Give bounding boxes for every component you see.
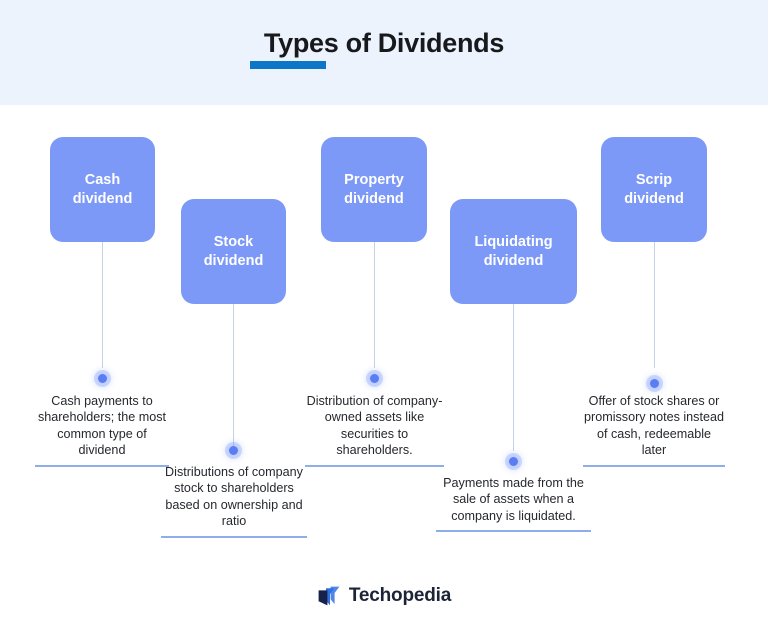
connector-dot-cash xyxy=(98,374,107,383)
node-label-line1: Liquidating xyxy=(474,233,553,250)
connector-line-stock xyxy=(233,303,234,451)
description-text: Offer of stock shares or promissory note… xyxy=(584,394,724,458)
brand-wordmark: Techopedia xyxy=(348,585,452,606)
node-property-dividend-label: Property dividend xyxy=(344,171,404,209)
connector-line-property xyxy=(374,242,375,368)
description-text: Distribution of company-owned assets lik… xyxy=(306,394,443,458)
connector-dot-stock xyxy=(229,446,238,455)
node-liquidating-dividend[interactable]: Liquidating dividend xyxy=(450,199,577,304)
description-liquidating-dividend: Payments made from the sale of assets wh… xyxy=(436,475,591,533)
node-label-line2: dividend xyxy=(72,190,133,207)
description-text: Cash payments to shareholders; the most … xyxy=(37,394,167,458)
description-rule xyxy=(436,530,591,533)
connector-line-cash xyxy=(102,242,103,368)
connector-dot-scrip xyxy=(650,379,659,388)
connector-dot-property xyxy=(370,374,379,383)
description-cash-dividend: Cash payments to shareholders; the most … xyxy=(35,393,169,467)
node-label-line2: dividend xyxy=(624,190,684,207)
node-label-line2: dividend xyxy=(483,252,544,269)
node-label-line1: Property xyxy=(344,171,404,188)
node-label-line1: Cash xyxy=(84,171,121,188)
description-rule xyxy=(305,464,444,467)
node-property-dividend[interactable]: Property dividend xyxy=(321,137,427,242)
connector-line-scrip xyxy=(654,242,655,368)
node-stock-dividend[interactable]: Stock dividend xyxy=(181,199,286,304)
node-cash-dividend[interactable]: Cash dividend xyxy=(50,137,155,242)
node-label-line2: dividend xyxy=(203,252,264,269)
node-scrip-dividend[interactable]: Scrip dividend xyxy=(601,137,707,242)
description-scrip-dividend: Offer of stock shares or promissory note… xyxy=(583,393,725,467)
techopedia-logo-icon xyxy=(317,585,341,607)
node-label-line1: Stock xyxy=(213,233,254,250)
node-liquidating-dividend-label: Liquidating dividend xyxy=(474,233,552,271)
description-stock-dividend: Distributions of company stock to shareh… xyxy=(161,464,307,538)
description-rule xyxy=(161,535,307,538)
page-title: Types of Dividends xyxy=(263,28,505,58)
connector-dot-liquidating xyxy=(509,457,518,466)
description-rule xyxy=(35,464,169,467)
node-scrip-dividend-label: Scrip dividend xyxy=(624,171,684,209)
node-label-line2: dividend xyxy=(344,190,404,207)
description-property-dividend: Distribution of company-owned assets lik… xyxy=(305,393,444,467)
title-accent-bar xyxy=(250,61,326,69)
node-label-line1: Scrip xyxy=(635,171,673,188)
footer-brand: Techopedia xyxy=(0,585,768,607)
header-band: Types of Dividends xyxy=(0,0,768,105)
dividend-types-diagram: Cash dividend Stock dividend Property di… xyxy=(0,105,768,575)
description-text: Payments made from the sale of assets wh… xyxy=(443,476,584,523)
connector-line-liquidating xyxy=(513,303,514,451)
description-text: Distributions of company stock to shareh… xyxy=(165,465,303,529)
node-cash-dividend-label: Cash dividend xyxy=(73,171,133,209)
description-rule xyxy=(583,464,725,467)
node-stock-dividend-label: Stock dividend xyxy=(204,233,264,271)
